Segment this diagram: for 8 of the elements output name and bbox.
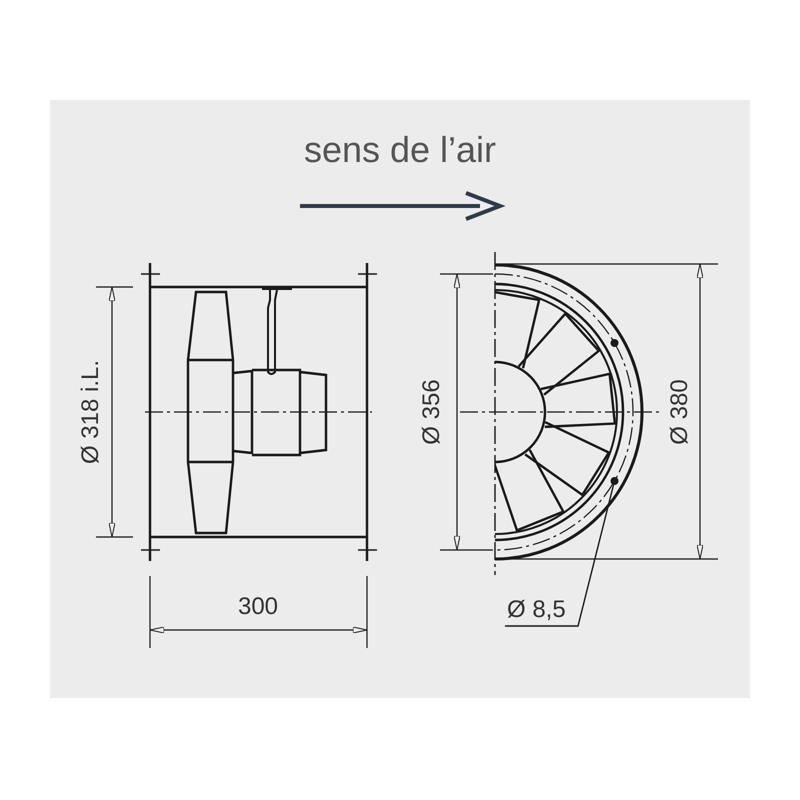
dimension-label: Ø 356 [420, 379, 444, 445]
dimension-label: Ø 318 i.L. [79, 360, 103, 464]
dimension-label: Ø 8,5 [507, 596, 566, 624]
dimension-label: 300 [238, 595, 278, 619]
mounting-hole [610, 477, 618, 485]
leader-line [505, 484, 614, 627]
flow-direction-label: sens de l’air [304, 132, 496, 168]
dimension-label: Ø 380 [668, 379, 692, 445]
